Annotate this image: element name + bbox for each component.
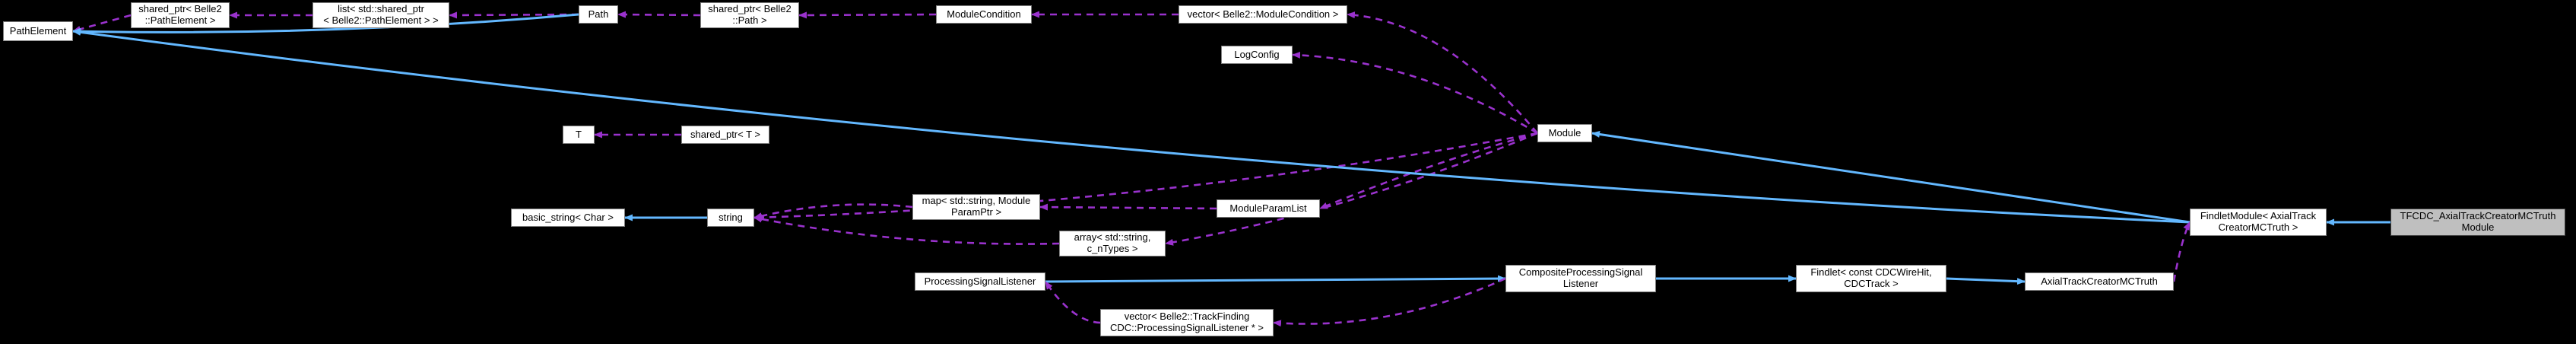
edge-array_string-to-string (753, 215, 1060, 245)
node-vec_psl[interactable]: vector< Belle2::TrackFinding CDC::Proces… (1100, 309, 1274, 336)
node-sp_pathelement[interactable]: shared_ptr< Belle2 ::PathElement > (131, 2, 230, 28)
edge-axialtrackcreator-to-findlet_axial (2172, 221, 2191, 282)
node-processingsignal[interactable]: ProcessingSignalListener (915, 272, 1045, 291)
node-sp_path[interactable]: shared_ptr< Belle2 ::Path > (700, 2, 799, 28)
edge-sp_pathelement-to-pathelement (72, 14, 132, 33)
node-composite_psl[interactable]: CompositeProcessingSignal Listener (1505, 265, 1656, 292)
edge-module-to-logconfig (1292, 51, 1538, 135)
node-list_sp_pe[interactable]: list< std::shared_ptr < Belle2::PathElem… (312, 2, 449, 28)
node-tfcdc_module[interactable]: TFCDC_AxialTrackCreatorMCTruth Module (2390, 209, 2565, 236)
node-moduleparamlist[interactable]: ModuleParamList (1217, 199, 1320, 218)
node-modulecondition[interactable]: ModuleCondition (936, 5, 1032, 24)
node-string[interactable]: string (707, 209, 754, 227)
edge-modulecondition-to-sp_path (798, 11, 937, 19)
node-t[interactable]: T (563, 126, 595, 144)
node-pathelement[interactable]: PathElement (3, 21, 73, 41)
node-findlet_cdcwirehit[interactable]: Findlet< const CDCWireHit, CDCTrack > (1796, 265, 1946, 292)
node-sp_t[interactable]: shared_ptr< T > (681, 126, 769, 144)
edge-module-to-string (753, 132, 1538, 221)
node-basic_string[interactable]: basic_string< Char > (511, 209, 625, 227)
edge-module-to-vec_modulecondition (1347, 11, 1538, 134)
node-map_moduleparamptr[interactable]: map< std::string, Module ParamPtr > (912, 194, 1040, 220)
edge-map_moduleparamptr-to-string (753, 203, 913, 220)
edge-vec_psl-to-processingsignal (1044, 281, 1101, 324)
edge-path-to-pathelement (72, 13, 579, 35)
node-path[interactable]: Path (579, 5, 618, 24)
edge-module-to-array_string (1165, 132, 1538, 246)
edge-moduleparamlist-to-map_moduleparamptr (1039, 203, 1217, 211)
edge-findlet_axial-to-pathelement (72, 28, 2191, 224)
edge-processingsignal-to-composite_psl (1045, 275, 1506, 283)
edge-composite_psl-to-vec_psl (1273, 277, 1506, 327)
node-vec_modulecondition[interactable]: vector< Belle2::ModuleCondition > (1179, 5, 1347, 24)
edge-findlet_axial-to-module (1591, 131, 2191, 224)
node-logconfig[interactable]: LogConfig (1221, 46, 1293, 64)
edge-sp_path-to-path (617, 11, 701, 18)
edge-path-to-list_sp_pe (449, 11, 579, 19)
node-axialtrackcreator[interactable]: AxialTrackCreatorMCTruth (2025, 272, 2174, 291)
edge-findlet_cdcwirehit-to-axialtrackcreator (1946, 277, 2026, 285)
node-module[interactable]: Module (1537, 124, 1592, 142)
edge-module-to-moduleparamlist (1319, 132, 1538, 210)
node-findlet_axial[interactable]: FindletModule< AxialTrack CreatorMCTruth… (2190, 209, 2327, 236)
node-array_string[interactable]: array< std::string, c_nTypes > (1059, 231, 1166, 256)
